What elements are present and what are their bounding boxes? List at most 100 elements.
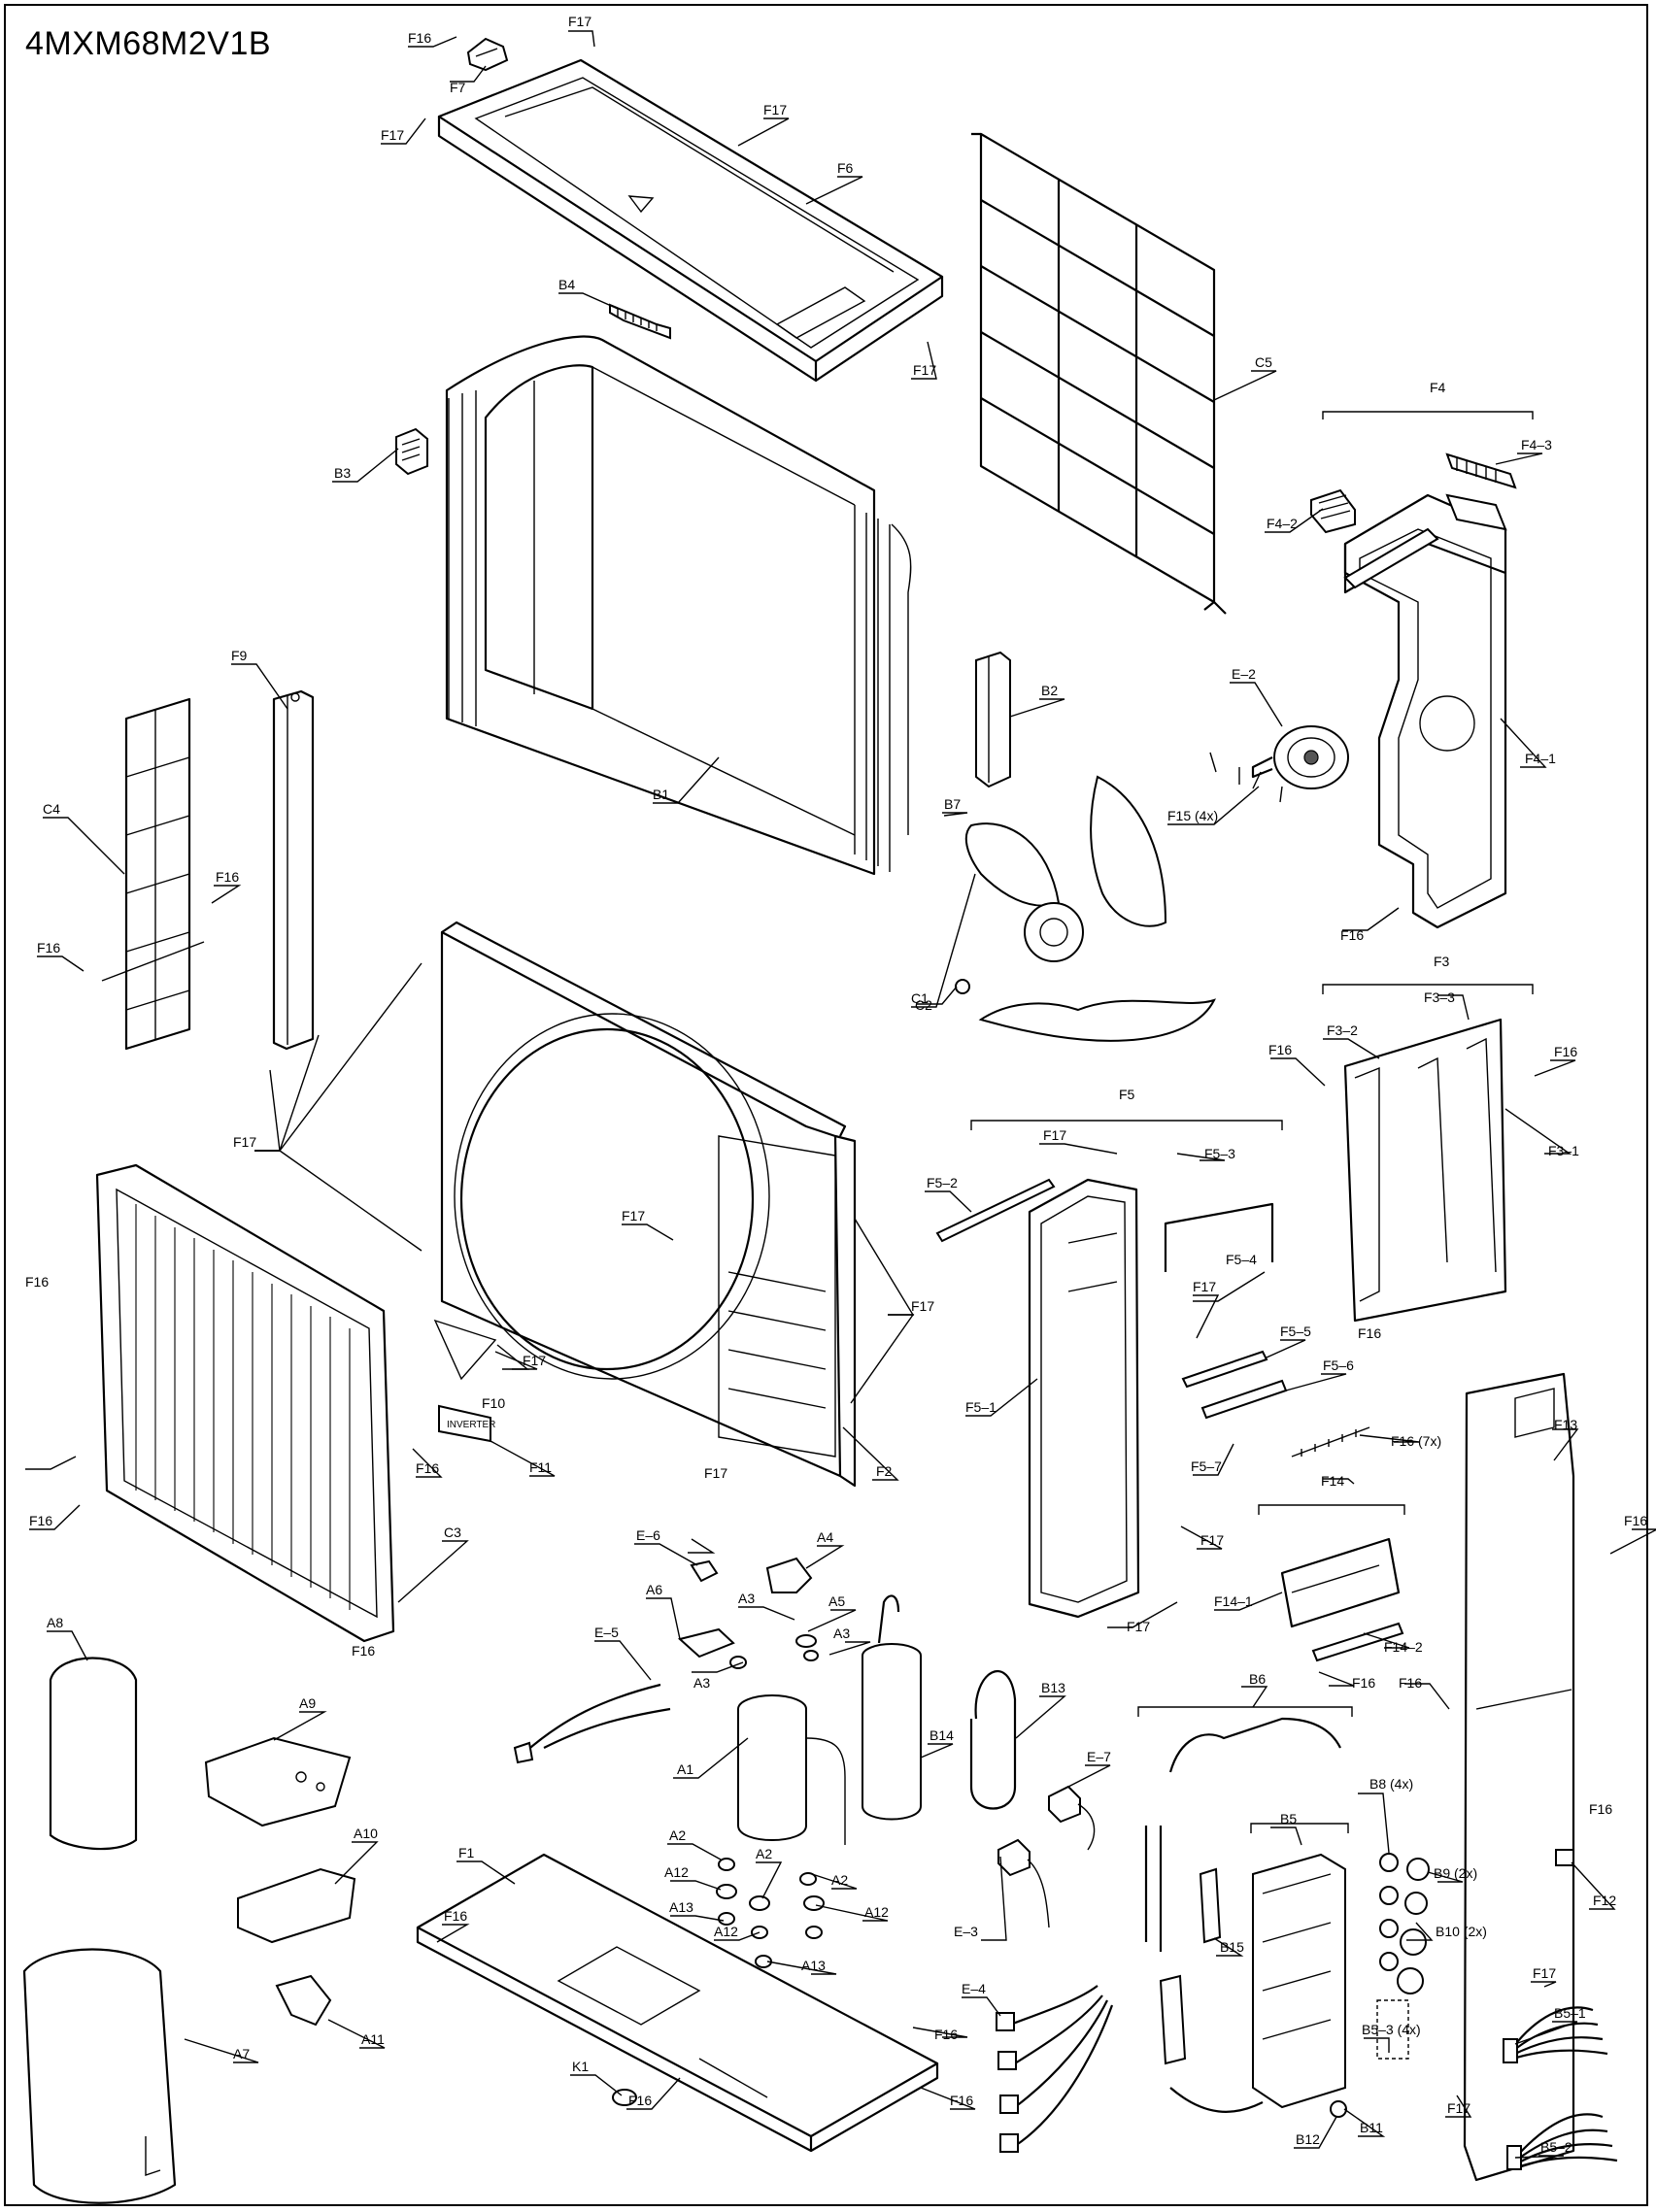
sheet-border <box>4 4 1648 2206</box>
f5-group-bracket <box>970 1120 1283 1130</box>
clip-part <box>466 37 509 72</box>
f5-4-wire-part <box>1164 1202 1274 1272</box>
f4-3-insulation-part <box>1445 452 1517 489</box>
label-E-2: E–2 <box>1232 666 1256 682</box>
label-F17: F17 <box>523 1353 546 1368</box>
label-B9: B9 (2x) <box>1434 1865 1477 1881</box>
label-F3-3: F3–3 <box>1424 989 1455 1005</box>
f14-2-strip-part <box>1311 1622 1404 1662</box>
mount-parts <box>716 1858 825 1968</box>
grommet-parts <box>729 1634 819 1669</box>
front-panel-part <box>440 921 857 1488</box>
label-B14: B14 <box>929 1727 954 1743</box>
label-F16: F16 <box>1589 1801 1612 1817</box>
label-B5: B5 <box>1280 1811 1297 1827</box>
label-B8: B8 (4x) <box>1369 1776 1413 1792</box>
label-B6: B6 <box>1249 1671 1266 1687</box>
label-F17: F17 <box>1193 1279 1216 1294</box>
f5-5-strip-part <box>1181 1350 1268 1389</box>
fan-motor-part <box>1251 725 1349 789</box>
f4-2-insulation-part <box>1310 488 1356 534</box>
f4-group-bracket <box>1322 411 1534 419</box>
a8-insulation-part <box>49 1657 138 1851</box>
f12-part <box>1555 1849 1574 1866</box>
label-F5-5: F5–5 <box>1280 1324 1311 1339</box>
label-A2: A2 <box>831 1872 848 1888</box>
b3-block-part <box>395 427 428 476</box>
label-F16: F16 <box>37 940 60 955</box>
label-E-4: E–4 <box>962 1981 986 1996</box>
label-B5-3: B5–3 (4x) <box>1362 2022 1421 2037</box>
label-F4-3: F4–3 <box>1521 437 1552 452</box>
label-F5-2: F5–2 <box>927 1175 958 1190</box>
f5-pillar-part <box>1028 1178 1140 1619</box>
harness-b5-1-part <box>1503 2006 1608 2063</box>
label-F17: F17 <box>911 1298 934 1314</box>
coil-e7-part <box>1048 1785 1096 1851</box>
label-E-3: E–3 <box>954 1924 978 1939</box>
label-F16: F16 <box>628 2093 652 2108</box>
rear-grille-part <box>971 132 1227 615</box>
label-A2: A2 <box>669 1827 686 1843</box>
label-F17: F17 <box>233 1134 256 1150</box>
b15-part <box>1199 1867 1222 1944</box>
label-F17: F17 <box>704 1465 727 1481</box>
label-A7: A7 <box>233 2046 250 2061</box>
f11-nameplate-part: INVERTER <box>438 1404 495 1443</box>
label-F16: F16 <box>29 1513 52 1528</box>
pipe-b13-part <box>969 1670 1017 1810</box>
label-F16: F16 <box>1554 1044 1577 1059</box>
label-F2: F2 <box>876 1463 893 1479</box>
label-B11: B11 <box>1360 2120 1383 2135</box>
heat-exchanger-part <box>445 335 912 876</box>
b2-part <box>975 651 1011 788</box>
valve-assembly-part <box>1144 1717 1346 2113</box>
label-C3: C3 <box>444 1525 461 1540</box>
label-A13: A13 <box>801 1958 826 1973</box>
label-F14-1: F14–1 <box>1214 1593 1253 1609</box>
label-B5-2: B5–2 <box>1540 2139 1572 2155</box>
label-F4-1: F4–1 <box>1525 751 1556 766</box>
label-B4: B4 <box>558 277 575 292</box>
label-F16: F16 <box>352 1643 375 1659</box>
label-B1: B1 <box>653 787 669 802</box>
label-F16: F16 <box>216 869 239 885</box>
label-A1: A1 <box>677 1761 693 1777</box>
harness-e5-part <box>513 1683 671 1764</box>
label-F16: F16 <box>416 1460 439 1476</box>
label-A5: A5 <box>828 1593 845 1609</box>
b11-part <box>1330 2100 1347 2118</box>
label-E-6: E–6 <box>636 1527 660 1543</box>
label-F15: F15 (4x) <box>1167 808 1218 823</box>
side-frame-part <box>1343 493 1507 929</box>
label-F16: F16 <box>950 2093 973 2108</box>
leader-lines <box>25 30 1656 2159</box>
e6-part <box>690 1559 719 1583</box>
label-F5-1: F5–1 <box>965 1399 997 1415</box>
label-A12: A12 <box>664 1864 689 1880</box>
f3-group-bracket <box>1322 984 1534 994</box>
label-F5-4: F5–4 <box>1226 1252 1257 1267</box>
pipe-b14-part <box>877 1594 900 1644</box>
label-A10: A10 <box>354 1826 378 1841</box>
label-F17: F17 <box>1200 1532 1224 1548</box>
label-A2: A2 <box>756 1846 772 1861</box>
f16-screw-set-part <box>1291 1426 1370 1458</box>
label-F9: F9 <box>231 648 248 663</box>
label-F7: F7 <box>450 80 466 95</box>
label-A6: A6 <box>646 1582 662 1597</box>
label-F3: F3 <box>1434 954 1450 969</box>
label-F16: F16 <box>408 30 431 46</box>
label-E-5: E–5 <box>594 1625 619 1640</box>
label-B5-1: B5–1 <box>1554 2005 1586 2021</box>
b4-block-part <box>609 303 671 340</box>
label-F16: F16 <box>1268 1042 1292 1057</box>
label-F17: F17 <box>1533 1965 1556 1981</box>
label-F17: F17 <box>381 127 404 143</box>
accumulator-part <box>862 1643 922 1821</box>
b6-group-bracket <box>1137 1706 1353 1717</box>
label-F1: F1 <box>458 1845 475 1860</box>
label-F16: F16 <box>1340 927 1364 943</box>
f14-group-bracket <box>1258 1504 1405 1515</box>
